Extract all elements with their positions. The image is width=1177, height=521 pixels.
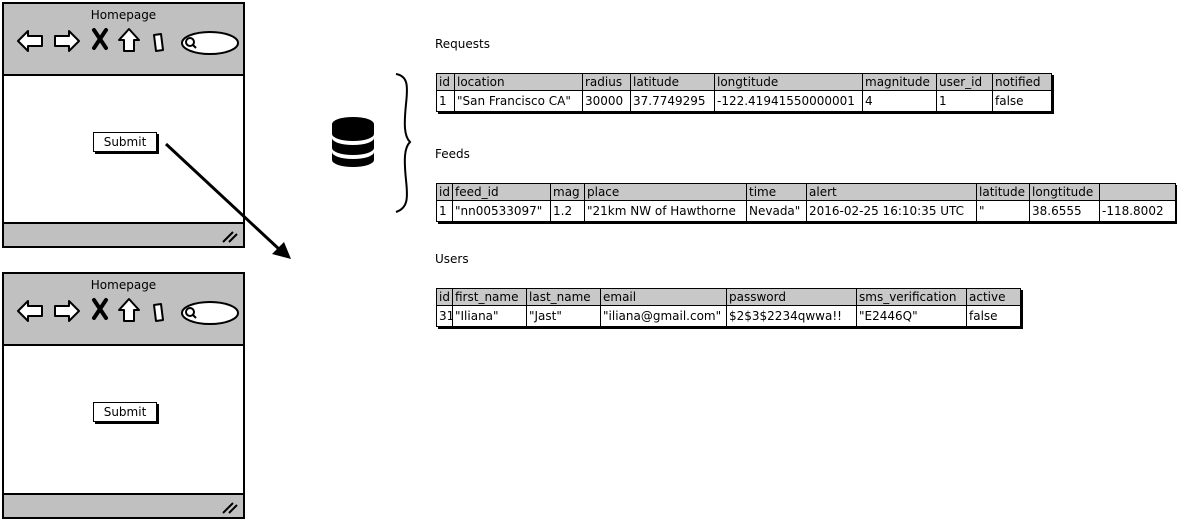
table-cell: "Jast" (526, 305, 601, 327)
table-cell: 4 (862, 90, 937, 112)
column-header: email (600, 288, 727, 306)
forward-arrow-icon[interactable] (54, 30, 80, 52)
search-icon[interactable] (181, 301, 239, 325)
column-header: feed_id (452, 183, 551, 201)
column-header: radius (582, 73, 631, 91)
page-icon[interactable] (153, 303, 164, 322)
column-header: latitude (630, 73, 715, 91)
table-cell: 2016-02-25 16:10:35 UTC (806, 200, 977, 222)
column-header: latitude (976, 183, 1030, 201)
table-header-row: id location radius latitude longtitude m… (436, 73, 1052, 91)
table-header-row: id feed_id mag place time alert latitude… (436, 183, 1176, 201)
table-cell: -118.8002 (1099, 200, 1176, 222)
column-header: id (436, 73, 455, 91)
column-header: place (584, 183, 747, 201)
column-header: user_id (936, 73, 993, 91)
browser-title: Homepage (90, 278, 157, 292)
column-header: password (726, 288, 857, 306)
nav-icons (17, 298, 239, 325)
table-row: 1 "nn00533097" 1.2 "21km NW of Hawthorne… (436, 200, 1176, 222)
table-cell: false (992, 90, 1052, 112)
feeds-table: id feed_id mag place time alert latitude… (436, 183, 1176, 222)
feeds-label: Feeds (435, 147, 470, 161)
close-x-icon[interactable] (92, 298, 108, 320)
connector-arrow (164, 142, 291, 259)
column-header: magnitude (862, 73, 937, 91)
table-cell: -122.41941550000001 (714, 90, 863, 112)
column-header: longtitude (1029, 183, 1100, 201)
search-icon[interactable] (181, 31, 239, 55)
page-icon[interactable] (153, 33, 164, 52)
column-header: id (436, 288, 453, 306)
nav-icons (17, 28, 239, 55)
table-cell: "E2446Q" (856, 305, 967, 327)
submit-button-top[interactable]: Submit (93, 132, 157, 152)
requests-table: id location radius latitude longtitude m… (436, 73, 1052, 112)
back-arrow-icon[interactable] (17, 300, 43, 322)
table-cell: 31 (436, 305, 453, 327)
table-cell: "San Francisco CA" (454, 90, 583, 112)
browser-title: Homepage (90, 8, 157, 22)
status-bar (4, 493, 243, 517)
table-cell: 37.7749295 (630, 90, 715, 112)
users-label: Users (435, 252, 469, 266)
table-cell: 38.6555 (1029, 200, 1100, 222)
browser-toolbar: Homepage (4, 4, 243, 76)
column-header: time (746, 183, 807, 201)
status-bar (4, 222, 243, 246)
table-header-row: id first_name last_name email password s… (436, 288, 1021, 306)
table-cell: 1 (936, 90, 993, 112)
back-arrow-icon[interactable] (17, 30, 43, 52)
database-icon (332, 117, 374, 167)
table-cell: "iliana@gmail.com" (600, 305, 727, 327)
home-icon[interactable] (118, 298, 140, 322)
table-cell: "nn00533097" (452, 200, 551, 222)
submit-button-bottom[interactable]: Submit (93, 402, 157, 422)
column-header: alert (806, 183, 977, 201)
table-cell: false (966, 305, 1021, 327)
resize-grip-icon[interactable] (221, 228, 239, 244)
curly-brace (395, 73, 412, 213)
column-header: notified (992, 73, 1052, 91)
table-cell: $2$3$2234qwwa!! (726, 305, 857, 327)
requests-label: Requests (435, 37, 490, 51)
browser-toolbar: Homepage (4, 274, 243, 346)
browser-window-bottom: Homepage Submit (2, 272, 245, 519)
column-header: mag (550, 183, 585, 201)
resize-grip-icon[interactable] (221, 499, 239, 515)
close-x-icon[interactable] (92, 28, 108, 50)
column-header: last_name (526, 288, 601, 306)
column-header: id (436, 183, 453, 201)
column-header: longtitude (714, 73, 863, 91)
users-table: id first_name last_name email password s… (436, 288, 1021, 327)
column-header (1099, 183, 1176, 201)
table-row: 1 "San Francisco CA" 30000 37.7749295 -1… (436, 90, 1052, 112)
column-header: first_name (452, 288, 527, 306)
table-cell: 1.2 (550, 200, 585, 222)
table-cell: "Iliana" (452, 305, 527, 327)
browser-window-top: Homepage Submit (2, 2, 245, 248)
table-row: 31 "Iliana" "Jast" "iliana@gmail.com" $2… (436, 305, 1021, 327)
table-cell: Nevada" (746, 200, 807, 222)
table-cell: 30000 (582, 90, 631, 112)
column-header: active (966, 288, 1021, 306)
home-icon[interactable] (118, 28, 140, 52)
column-header: location (454, 73, 583, 91)
table-cell: "21km NW of Hawthorne (584, 200, 747, 222)
table-cell: 1 (436, 90, 455, 112)
table-cell: " (976, 200, 1030, 222)
table-cell: 1 (436, 200, 453, 222)
forward-arrow-icon[interactable] (54, 300, 80, 322)
column-header: sms_verification (856, 288, 967, 306)
